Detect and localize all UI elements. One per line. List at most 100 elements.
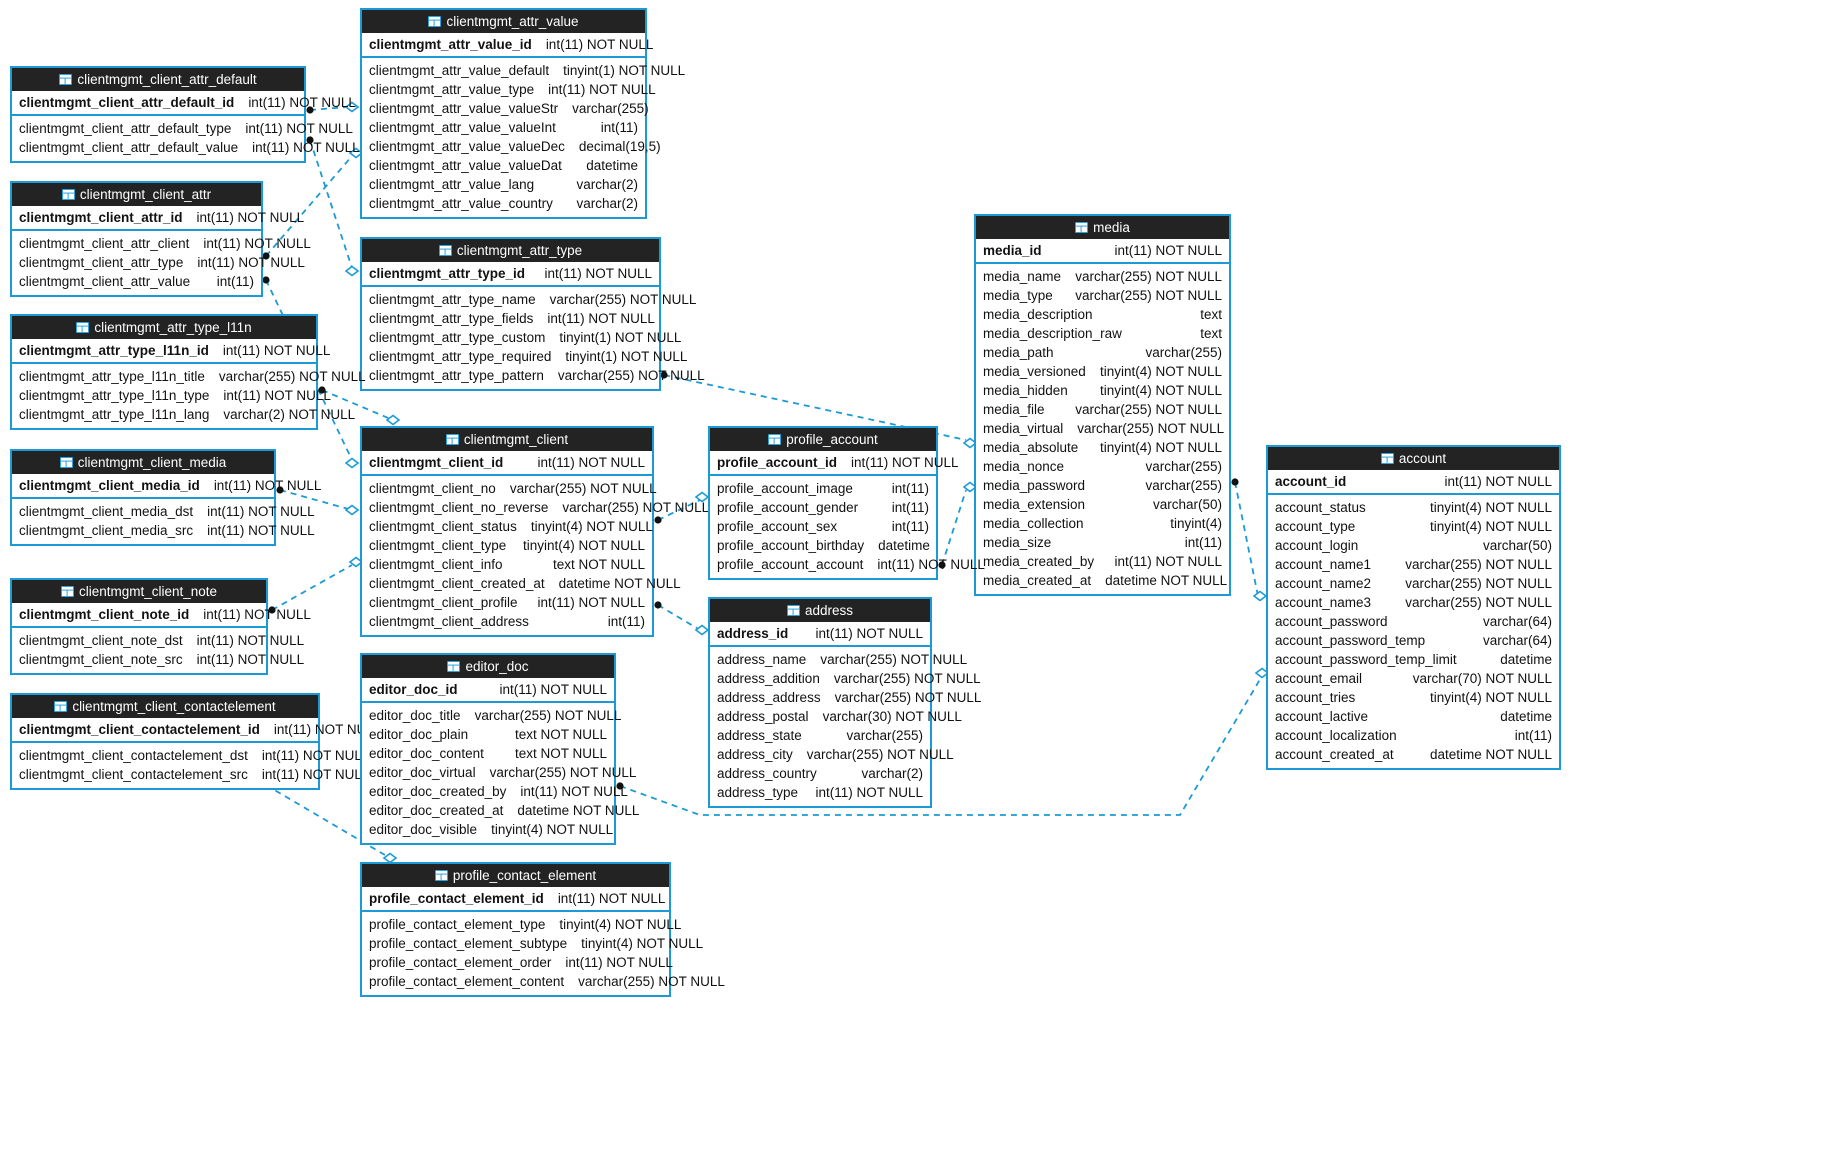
entity-header-clientmgmt_client_attr_default[interactable]: clientmgmt_client_attr_default — [12, 68, 304, 91]
entity-clientmgmt_client_note[interactable]: clientmgmt_client_note clientmgmt_client_… — [10, 578, 311, 675]
entity-header-clientmgmt_client_note[interactable]: clientmgmt_client_note — [12, 580, 266, 603]
entity-clientmgmt_client_contactelement[interactable]: clientmgmt_client_contactelement clientmg… — [10, 693, 381, 790]
entity-header-clientmgmt_client_contactelement[interactable]: clientmgmt_client_contactelement — [12, 695, 318, 718]
entity-header-clientmgmt_client[interactable]: clientmgmt_client — [362, 428, 652, 451]
entity-header-clientmgmt_attr_value[interactable]: clientmgmt_attr_value — [362, 10, 645, 33]
entity-header-profile_contact_element[interactable]: profile_contact_element — [362, 864, 669, 887]
entity-clientmgmt_client_attr_default[interactable]: clientmgmt_client_attr_default clientmgmt… — [10, 66, 360, 163]
entity-header-clientmgmt_client_media[interactable]: clientmgmt_client_media — [12, 451, 274, 474]
entity-header-editor_doc[interactable]: editor_doc — [362, 655, 614, 678]
entity-header-address[interactable]: address — [710, 599, 930, 622]
entity-header-clientmgmt_client_attr[interactable]: clientmgmt_client_attr — [12, 183, 261, 206]
entity-header-media[interactable]: media — [976, 216, 1229, 239]
